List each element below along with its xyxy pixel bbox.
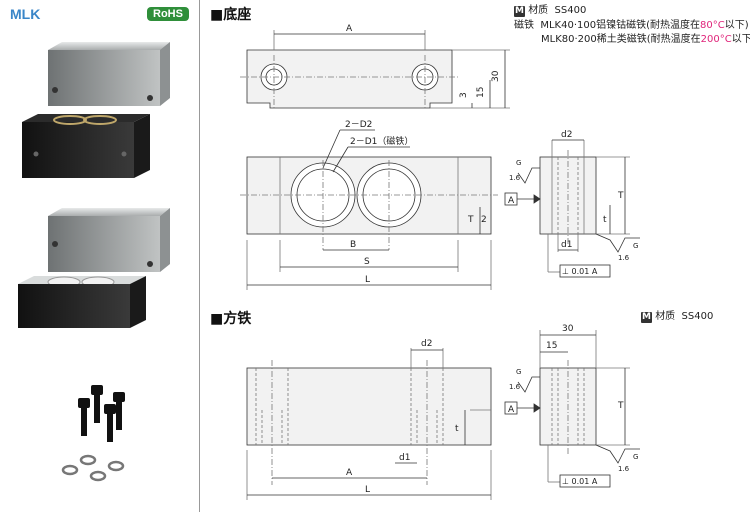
square-section-title: ■方铁 (210, 311, 252, 327)
square-block-photo-2 (48, 208, 170, 272)
square-l-label: L (365, 485, 370, 495)
dim-d1-label: 2－D1（磁铁） (350, 135, 413, 147)
side-d2-label: d2 (561, 130, 572, 140)
side-t-small-label: t (603, 215, 607, 225)
square-a-label: A (346, 468, 353, 478)
square-flatness-frame: ⊥ 0.01 A (562, 477, 598, 486)
square-front-view: d2 d1 t A L (246, 339, 492, 500)
spring-washers-photo (61, 454, 125, 482)
base-block-photo-1 (22, 114, 150, 178)
material-label: 材质 (528, 5, 549, 16)
base-section-title: ■底座 (210, 7, 252, 23)
base-drawing: A 30 15 3 2－D2 2－D1（磁铁） B S L T 2 (240, 24, 640, 290)
magnet-spec-2: MLK80·200稀土类磁铁(耐热温度在200°C以下) (541, 33, 750, 47)
product-code: MLK (10, 6, 41, 22)
magnet-line1: MLK40·100铝镍钴磁铁(耐热温度在 (540, 20, 701, 31)
square-d2-label: d2 (421, 339, 432, 349)
base-front-view: 2－D2 2－D1（磁铁） B S L T 2 (240, 120, 498, 290)
magnet-line2-end: 以下) (731, 34, 750, 45)
rough-16b: 1.6 (618, 254, 630, 262)
magnet-line2: MLK80·200稀土类磁铁(耐热温度在 (541, 34, 701, 45)
square-datum-a: A (508, 405, 515, 415)
datum-a-box: A (508, 196, 515, 206)
dim-l-label: L (365, 275, 370, 285)
rough-g1: G (516, 159, 521, 167)
square-rough-g1: G (516, 368, 521, 376)
rough-g2: G (633, 242, 638, 250)
dim-d2-label: 2－D2 (345, 120, 372, 130)
base-block-photo-2 (18, 276, 146, 328)
magnet-temp1: 80°C (700, 20, 725, 31)
dim-30-label: 30 (491, 70, 501, 82)
square-block-photo-1 (48, 42, 170, 106)
square-material-label: 材质 (655, 311, 676, 322)
rohs-badge: RoHS (147, 7, 189, 21)
dim-15-label: 15 (476, 87, 486, 98)
base-top-view: A 30 15 3 (240, 24, 510, 110)
square-side-view: 30 15 T A G 1.6 G 1.6 ⊥ 0.01 A (504, 324, 640, 488)
dim-a-label: A (346, 24, 353, 34)
panel-divider (199, 0, 200, 512)
dim-b-label: B (350, 240, 356, 250)
dim-s-label: S (364, 257, 370, 267)
material-value: SS400 (554, 5, 587, 16)
square-material-value: SS400 (681, 311, 714, 322)
square-15-label: 15 (546, 341, 557, 351)
dim-3-label: 3 (459, 92, 469, 98)
product-photos (18, 42, 170, 482)
square-rough-g2: G (633, 453, 638, 461)
base-side-view: d2 d1 T t A G 1.6 G 1.6 ⊥ 0.01 A (504, 130, 640, 278)
square-drawing: d2 d1 t A L 30 15 T A G 1.6 G 1.6 (246, 324, 640, 500)
square-side-t-label: T (617, 401, 624, 411)
side-t-big-label: T (617, 191, 624, 201)
square-d1-label: d1 (399, 453, 410, 463)
magnet-line1-end: 以下) (724, 20, 749, 31)
side-d1-label: d1 (561, 240, 572, 250)
square-material-spec: M 材质 SS400 (641, 310, 713, 324)
cap-screws-photo (78, 385, 125, 442)
square-rough-16b: 1.6 (618, 465, 630, 473)
rough-16a: 1.6 (509, 174, 521, 182)
square-material-icon: M (641, 312, 652, 323)
flatness-frame: ⊥ 0.01 A (562, 267, 598, 276)
square-30-label: 30 (562, 324, 574, 334)
square-t-label: t (455, 424, 459, 434)
magnet-spec: 磁铁 MLK40·100铝镍钴磁铁(耐热温度在80°C以下) (514, 19, 749, 33)
dim-t-label: T (467, 215, 474, 225)
material-icon: M (514, 6, 525, 17)
base-material-spec: M 材质 SS400 (514, 4, 586, 18)
dim-2-label: 2 (481, 215, 487, 225)
magnet-temp2: 200°C (700, 34, 732, 45)
square-rough-16a: 1.6 (509, 383, 521, 391)
magnet-label: 磁铁 (514, 20, 534, 31)
